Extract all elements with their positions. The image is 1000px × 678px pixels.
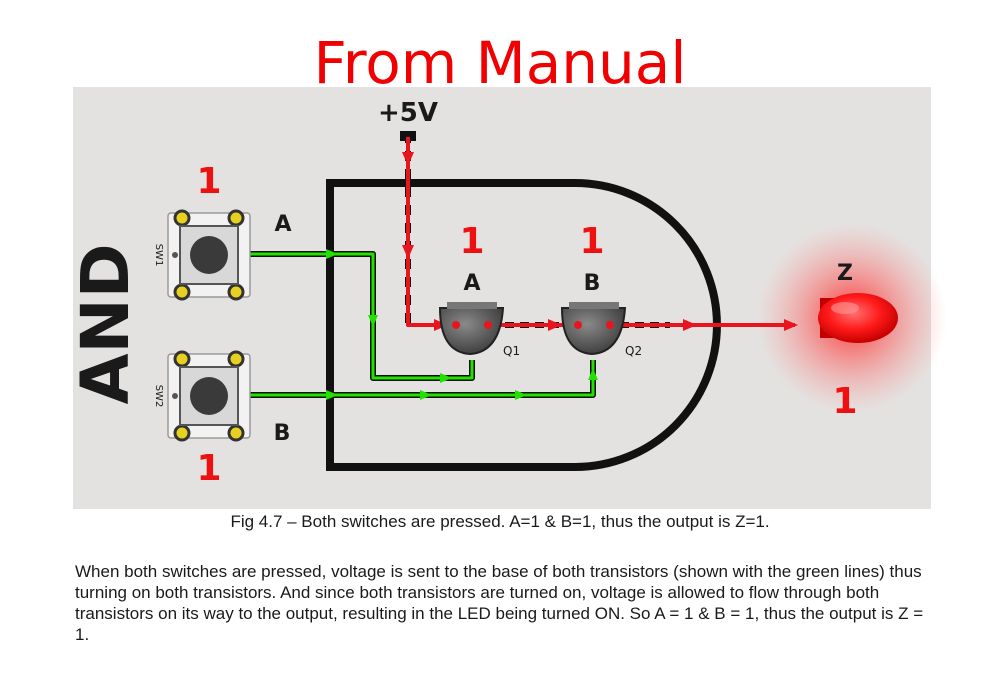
output-z-label: Z — [837, 261, 853, 286]
and-gate-outline — [326, 179, 721, 471]
supply-label: +5V — [378, 98, 438, 128]
transistor-a-label: A — [463, 271, 480, 296]
transistor-b-label: B — [584, 271, 601, 296]
switch-b-state: 1 — [196, 448, 221, 489]
sw2-label: SW2 — [153, 385, 164, 408]
page-title: From Manual — [313, 29, 687, 97]
arrow-icon — [548, 319, 562, 331]
output-state: 1 — [832, 381, 857, 422]
input-a-label: A — [274, 212, 291, 237]
transistor-a-state: 1 — [459, 221, 484, 262]
arrow-icon — [402, 152, 414, 166]
arrow-icon — [515, 390, 527, 400]
led — [818, 293, 898, 343]
power-path — [406, 137, 795, 327]
arrow-icon — [588, 368, 598, 380]
signal-arrows — [326, 249, 598, 400]
arrow-icon — [402, 245, 414, 259]
arrow-icon — [368, 315, 378, 327]
q1-label: Q1 — [503, 344, 520, 358]
arrow-icon — [326, 390, 338, 400]
transistor-b-state: 1 — [579, 221, 604, 262]
supply-terminal — [400, 131, 416, 141]
q2-label: Q2 — [625, 344, 642, 358]
arrow-icon — [420, 390, 432, 400]
switch-a-state: 1 — [196, 161, 221, 202]
arrow-icon — [784, 319, 798, 331]
input-b-label: B — [274, 421, 291, 446]
arrow-icon — [440, 373, 452, 383]
switch-sw2 — [167, 350, 251, 442]
figure-caption: Fig 4.7 – Both switches are pressed. A=1… — [230, 512, 770, 531]
signal-a-path — [250, 251, 475, 381]
arrow-icon — [326, 249, 338, 259]
transistor-q2 — [560, 302, 627, 356]
arrow-icon — [683, 319, 697, 331]
explanation-paragraph: When both switches are pressed, voltage … — [75, 562, 924, 644]
gate-label: AND — [67, 243, 144, 404]
sw1-label: SW1 — [153, 244, 164, 267]
transistor-q1 — [438, 302, 505, 356]
switch-sw1 — [167, 209, 251, 301]
